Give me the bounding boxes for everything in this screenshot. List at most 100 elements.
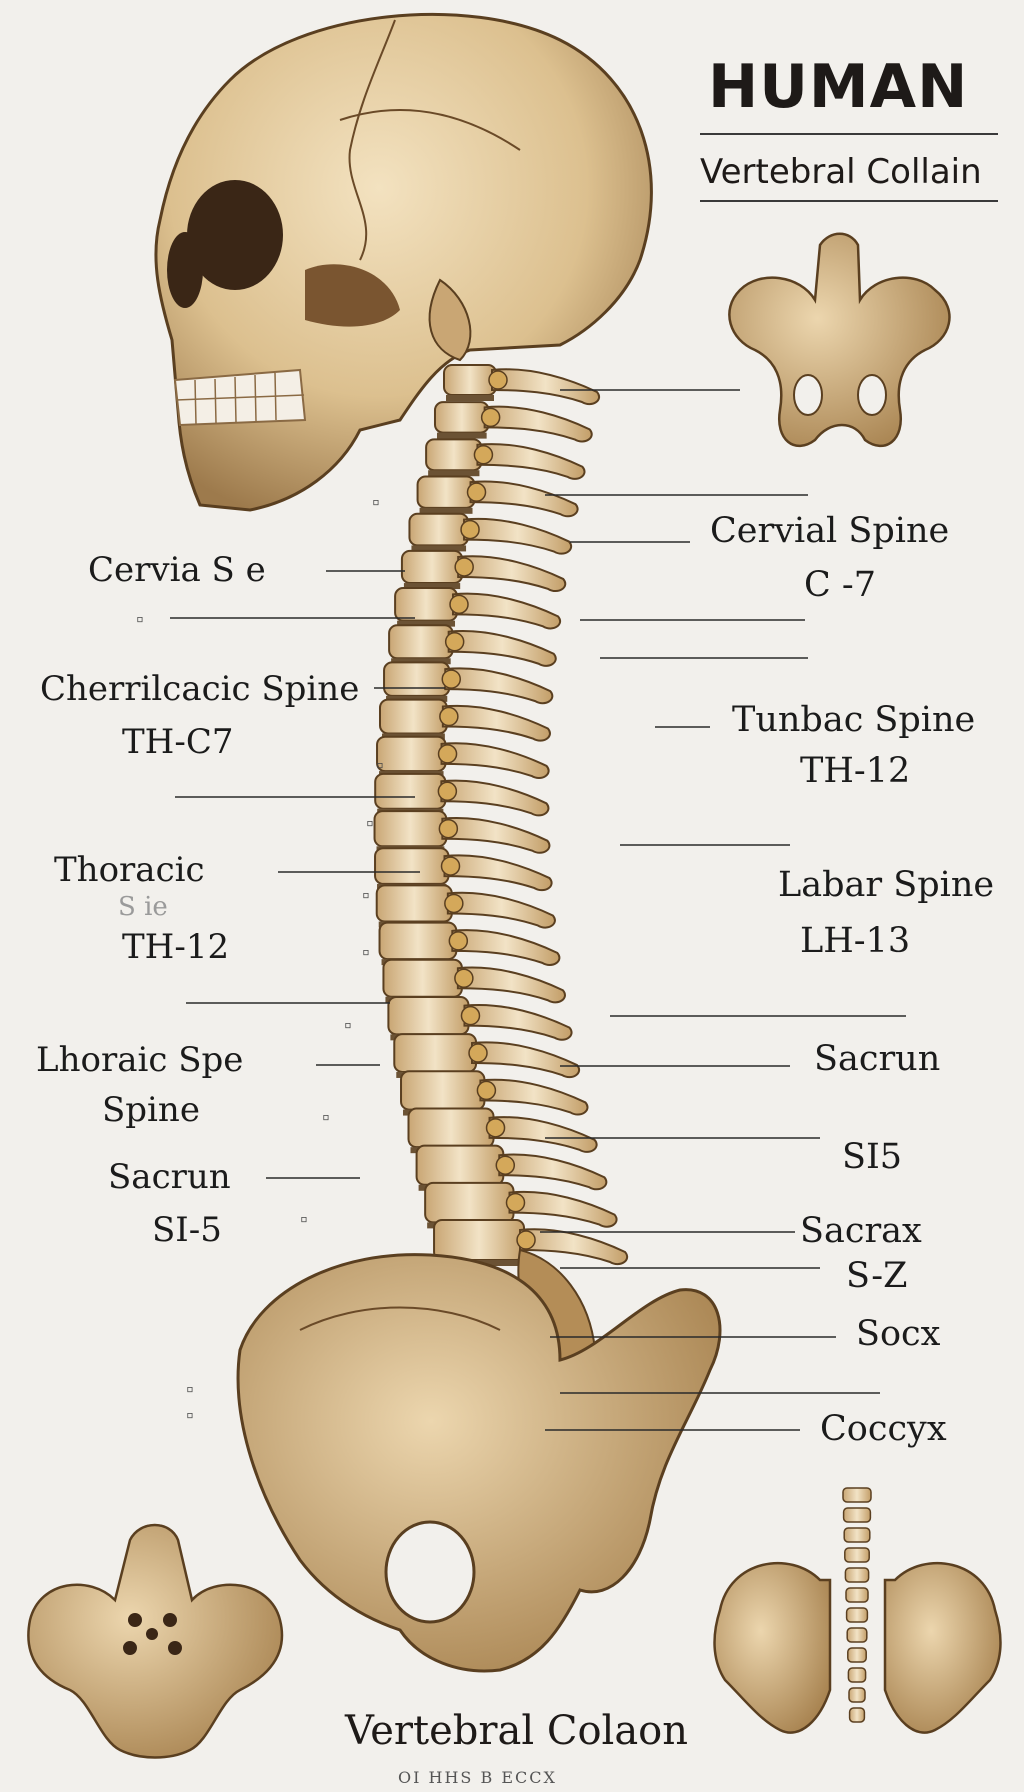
spinous-process [491,368,601,406]
vertebra-body [400,1070,486,1111]
mini-vertebra [842,1487,872,1503]
left-label-lower-thoracic-spine: Spine [102,1090,200,1130]
vertebra-body [433,401,490,434]
marker: ▫ [344,1018,352,1033]
spinous-process [452,592,562,630]
articular-process [454,557,474,577]
spinous-process [441,704,551,742]
left-label-cervicothoracic: Cherrilcacic Spine [40,669,360,709]
spinous-process [498,1153,608,1191]
intervertebral-disc [419,507,473,514]
articular-process [460,1005,481,1026]
bottom-caption: Vertebral Colaon [345,1708,689,1754]
spinous-process [483,405,593,443]
spinous-process [519,1228,629,1266]
left-label-thoracic-spine: S ie [118,892,168,922]
vertebra-body [443,364,497,396]
vertebra-body [383,661,451,697]
spinous-process [441,817,551,854]
sacrum-icon-bottom-left [27,1523,284,1759]
spinous-process [440,742,550,779]
vertebra-body [408,512,470,547]
spinous-process [451,929,561,966]
articular-process [437,744,458,764]
articular-process [441,669,462,689]
spinous-process [508,1190,618,1228]
mini-vertebra [847,1647,867,1663]
spinous-process [447,630,557,667]
spinous-process [457,555,567,593]
spinous-process [479,1078,589,1116]
articular-process [466,482,487,502]
intervertebral-disc [446,395,494,401]
articular-process [439,706,459,727]
spinous-process [456,966,566,1004]
articular-process [473,445,494,465]
marker: ▫ [376,758,384,773]
mini-vertebra [848,1687,866,1703]
right-label-lumbar-range: LH-13 [800,921,911,961]
spinous-process [488,1116,598,1153]
articular-process [444,893,464,914]
left-label-cervicothoracic-range: TH-C7 [122,722,234,762]
vertebra-body [425,438,483,472]
vertebra-body [433,1219,526,1261]
right-label-sacrax: Sacrax [800,1211,922,1251]
mini-vertebra [842,1507,872,1523]
mini-vertebra [845,1607,869,1623]
footer-text: OI HHS B ECCX [398,1768,557,1787]
pelvis-front-icon-top [728,232,951,447]
spinous-process [463,1003,573,1041]
mini-vertebra [847,1667,867,1683]
marker: ▫ [322,1110,330,1125]
articular-process [444,631,465,652]
marker: ▫ [300,1212,308,1227]
vertebra-body [373,810,448,848]
left-label-lower-thoracic: Lhoraic Spe [36,1040,244,1080]
spinous-process [446,891,556,929]
marker: ▫ [372,495,380,510]
spinous-process [440,779,550,817]
marker: ▫ [136,612,144,627]
marker: ▫ [186,1408,194,1423]
right-label-sacrax-range: S-Z [846,1256,908,1296]
articular-process [437,781,458,802]
vertebra-body [407,1107,495,1149]
vertebra-body [378,921,458,961]
pelvis-front-icon-bottom-right [713,1487,1002,1734]
vertebra-body [388,624,454,660]
spinous-process [471,1041,581,1079]
intervertebral-disc [411,545,467,552]
title-rule-top [700,133,998,135]
left-label-thoracic-range: TH-12 [122,927,230,967]
vertebra-body [424,1181,515,1224]
spinous-process [443,854,553,892]
right-label-sacrum-range: SI5 [842,1137,903,1177]
vertebra-body [415,1144,505,1186]
mini-vertebra [845,1587,869,1603]
vertebra-body [400,549,464,585]
vertebra-body [382,958,463,998]
spinous-process [463,517,573,555]
mini-vertebra [843,1527,871,1543]
left-label-sacrum: Sacrun [108,1157,231,1197]
pelvis-side-view [236,1253,722,1673]
title-rule-bottom [700,200,998,202]
vertebra-body [387,995,470,1036]
intervertebral-disc [428,470,480,477]
vertebra-body [393,1033,478,1073]
vertebra-body [375,884,453,923]
articular-process [488,370,508,390]
vertebra-body [374,847,450,885]
spinous-process [469,480,579,518]
articular-process [460,519,480,540]
skull [154,12,653,512]
marker: ▫ [366,816,374,831]
articular-process [449,594,469,615]
vertebra-body [374,772,447,810]
left-label-thoracic: Thoracic [54,850,205,890]
articular-process [468,1043,488,1063]
spinous-process [476,443,586,480]
right-label-socx: Socx [856,1314,941,1354]
